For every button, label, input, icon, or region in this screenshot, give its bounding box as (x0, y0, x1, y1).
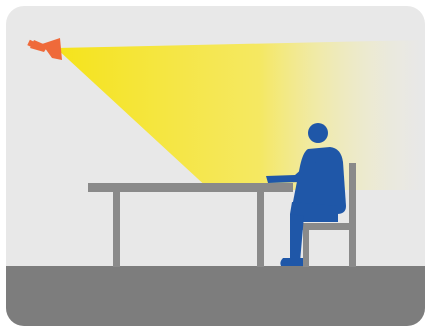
floor (0, 266, 431, 332)
